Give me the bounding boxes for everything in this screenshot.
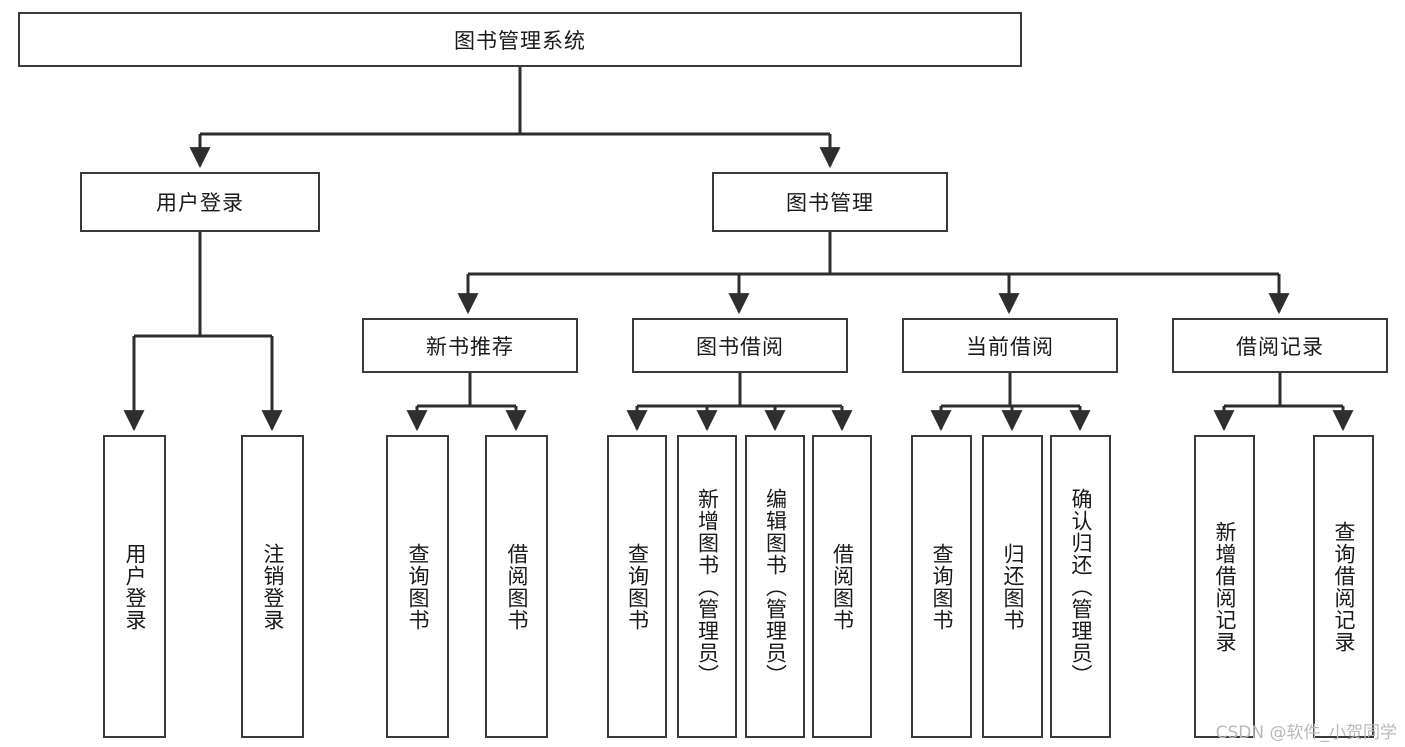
node-book-borrow-label: 图书借阅: [696, 334, 784, 359]
leaf-query-book-current-label: 查询图书: [929, 542, 954, 631]
leaf-borrow-book-rec[interactable]: 借阅图书: [485, 435, 548, 738]
node-book-borrow[interactable]: 图书借阅: [632, 318, 848, 373]
node-user-login[interactable]: 用户登录: [80, 172, 320, 232]
leaf-query-book-borrow-label: 查询图书: [625, 542, 650, 631]
leaf-borrow-book[interactable]: 借阅图书: [812, 435, 872, 738]
leaf-user-login[interactable]: 用户登录: [103, 435, 166, 738]
leaf-user-logout-label: 注销登录: [260, 542, 285, 631]
node-current-borrow[interactable]: 当前借阅: [902, 318, 1118, 373]
node-new-book-recommend[interactable]: 新书推荐: [362, 318, 578, 373]
leaf-query-borrow-record[interactable]: 查询借阅记录: [1313, 435, 1374, 738]
node-current-borrow-label: 当前借阅: [966, 334, 1054, 359]
leaf-user-logout[interactable]: 注销登录: [241, 435, 304, 738]
leaf-query-borrow-record-label: 查询借阅记录: [1331, 520, 1356, 653]
node-root-label: 图书管理系统: [454, 28, 586, 53]
leaf-edit-book-admin-label: 编辑图书（管理员）: [763, 487, 788, 686]
leaf-query-book-borrow[interactable]: 查询图书: [607, 435, 667, 738]
leaf-confirm-return-admin[interactable]: 确认归还（管理员）: [1050, 435, 1111, 738]
node-book-management-label: 图书管理: [786, 191, 874, 215]
leaf-add-borrow-record[interactable]: 新增借阅记录: [1194, 435, 1255, 738]
node-user-login-label: 用户登录: [156, 191, 244, 215]
node-book-management[interactable]: 图书管理: [712, 172, 948, 232]
leaf-borrow-book-label: 借阅图书: [830, 542, 855, 631]
leaf-return-book-label: 归还图书: [1000, 542, 1025, 631]
leaf-query-book-rec-label: 查询图书: [405, 542, 430, 631]
node-borrow-record[interactable]: 借阅记录: [1172, 318, 1388, 373]
leaf-return-book[interactable]: 归还图书: [982, 435, 1043, 738]
leaf-edit-book-admin[interactable]: 编辑图书（管理员）: [745, 435, 805, 738]
node-new-book-recommend-label: 新书推荐: [426, 334, 514, 359]
csdn-watermark: CSDN @软件_小贺同学: [1215, 723, 1397, 743]
node-root[interactable]: 图书管理系统: [18, 12, 1022, 67]
leaf-add-book-admin[interactable]: 新增图书（管理员）: [677, 435, 737, 738]
leaf-add-borrow-record-label: 新增借阅记录: [1212, 520, 1237, 653]
leaf-query-book-rec[interactable]: 查询图书: [386, 435, 449, 738]
leaf-query-book-current[interactable]: 查询图书: [911, 435, 972, 738]
leaf-borrow-book-rec-label: 借阅图书: [504, 542, 529, 631]
leaf-add-book-admin-label: 新增图书（管理员）: [695, 487, 720, 686]
leaf-confirm-return-admin-label: 确认归还（管理员）: [1068, 487, 1093, 686]
leaf-user-login-label: 用户登录: [122, 542, 147, 631]
node-borrow-record-label: 借阅记录: [1236, 334, 1324, 359]
